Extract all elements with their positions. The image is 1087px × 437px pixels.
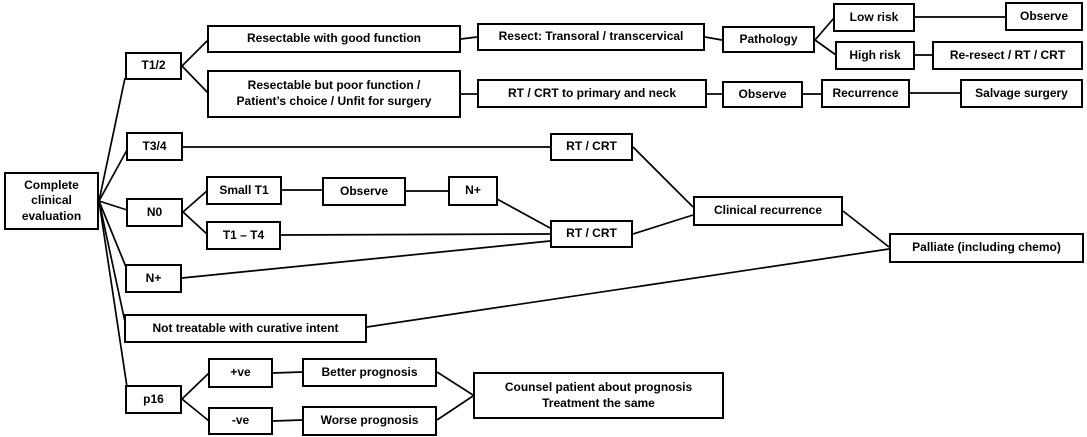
node-salvage-surgery: Salvage surgery xyxy=(960,79,1083,108)
edge-complete-not-treatable xyxy=(98,200,126,323)
node-resectable-poor-function: Resectable but poor function / Patient’s… xyxy=(207,70,461,118)
edge-neg-worse xyxy=(272,419,303,422)
edge-complete-p16 xyxy=(98,200,128,388)
edge-n0-small-t1 xyxy=(182,189,209,213)
node-high-risk: High risk xyxy=(835,41,915,70)
node-rt-crt-lower: RT / CRT xyxy=(550,220,633,248)
edge-n-plus2-rtcrt2 xyxy=(496,198,551,229)
node-clinical-recurrence: Clinical recurrence xyxy=(693,196,843,226)
node-t1-t4: T1 – T4 xyxy=(206,221,281,250)
edge-n0-t1t4 xyxy=(182,211,209,236)
node-resectable-good-function: Resectable with good function xyxy=(207,25,461,53)
edge-complete-n-plus xyxy=(98,200,127,268)
node-n0: N0 xyxy=(126,198,183,227)
edge-pathology-low-risk xyxy=(814,17,835,41)
node-complete-clinical-evaluation: Complete clinical evaluation xyxy=(4,172,99,230)
edge-worse-counsel xyxy=(436,395,474,421)
edge-resectable-good-resect xyxy=(460,36,478,40)
node-counsel-patient: Counsel patient about prognosis Treatmen… xyxy=(473,372,724,419)
edge-t1t4-rtcrt2 xyxy=(280,233,551,236)
node-t1-2: T1/2 xyxy=(125,52,182,80)
edge-complete-t12 xyxy=(98,77,126,202)
node-recurrence: Recurrence xyxy=(821,79,910,108)
edge-better-counsel xyxy=(436,371,474,396)
node-palliate: Palliate (including chemo) xyxy=(889,233,1084,263)
edge-pathology-high-risk xyxy=(814,39,837,56)
node-not-treatable-curative: Not treatable with curative intent xyxy=(124,314,367,343)
node-observe-small-t1: Observe xyxy=(322,177,406,206)
node-worse-prognosis: Worse prognosis xyxy=(302,406,437,436)
node-t3-4: T3/4 xyxy=(126,132,183,161)
edge-rtcrt2-clinical-recurrence xyxy=(632,214,694,235)
edge-resect-pathology xyxy=(704,36,723,41)
node-rt-crt-primary-neck: RT / CRT to primary and neck xyxy=(477,79,707,108)
edge-p16-neg xyxy=(181,398,210,422)
node-p16: p16 xyxy=(125,385,182,414)
node-p16-positive: +ve xyxy=(208,358,273,388)
edge-rtcrt1-clinical-recurrence xyxy=(632,146,694,208)
node-n-plus-main: N+ xyxy=(125,264,182,293)
node-p16-negative: -ve xyxy=(208,407,273,435)
node-low-risk: Low risk xyxy=(833,3,915,32)
edge-not-treatable-palliate xyxy=(366,248,890,328)
edge-pos-better xyxy=(272,371,303,374)
edge-t12-resectable-poor xyxy=(181,65,210,95)
edge-n-plus1-rtcrt2 xyxy=(181,240,551,279)
node-small-t1: Small T1 xyxy=(206,176,282,205)
edge-p16-pos xyxy=(181,372,210,400)
node-rt-crt-upper: RT / CRT xyxy=(550,133,633,161)
edge-clinical-recurrence-palliate xyxy=(842,210,890,248)
node-re-resect-rt-crt: Re-resect / RT / CRT xyxy=(932,41,1083,70)
node-observe-after-rtcrt: Observe xyxy=(722,81,803,108)
node-resect-transoral-transcervical: Resect: Transoral / transcervical xyxy=(477,23,705,51)
edge-complete-n0 xyxy=(98,200,128,211)
node-n-plus-after-observe: N+ xyxy=(448,176,498,206)
node-better-prognosis: Better prognosis xyxy=(302,358,437,387)
edge-complete-t34 xyxy=(98,149,128,202)
node-pathology: Pathology xyxy=(722,26,815,53)
edge-t12-resectable-good xyxy=(181,38,210,67)
node-observe-low-risk: Observe xyxy=(1005,2,1083,31)
